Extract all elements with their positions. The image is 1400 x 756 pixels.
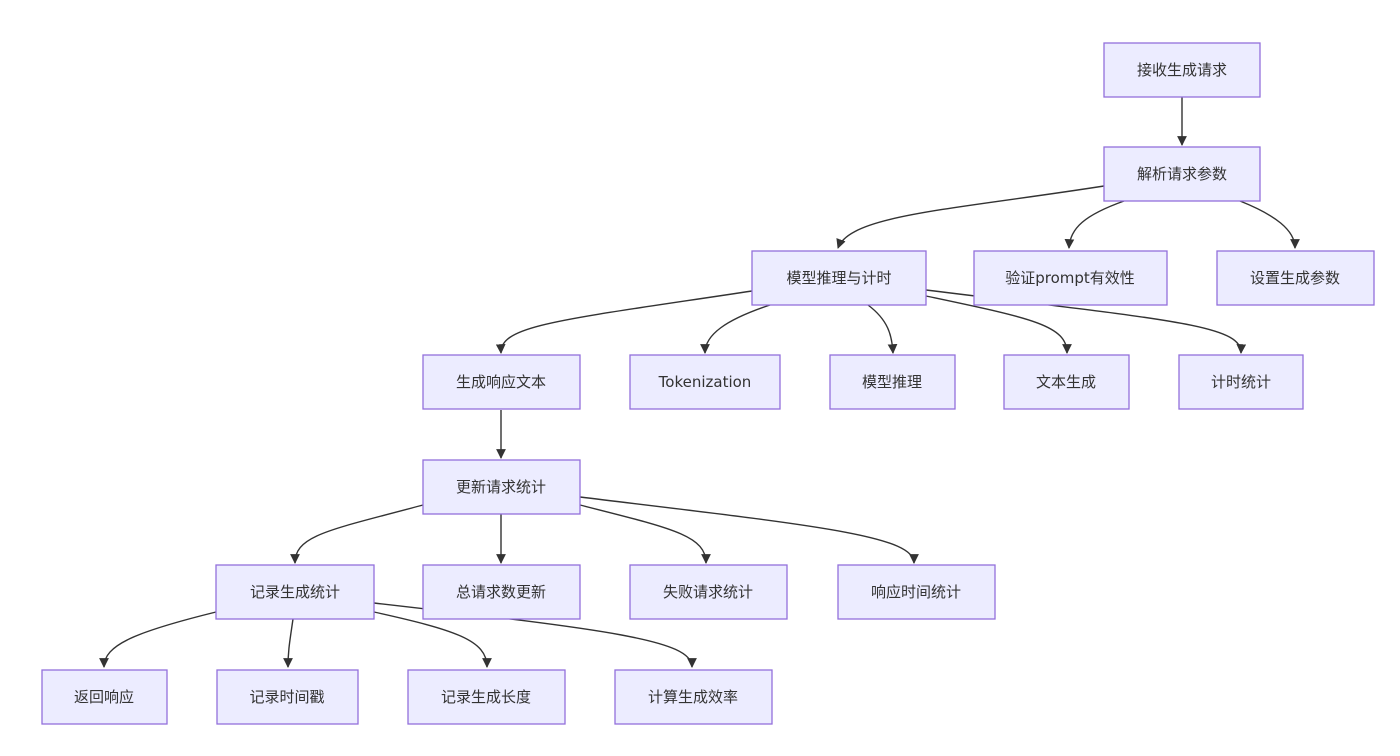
node-calc-gen-efficiency-label: 计算生成效率 [648, 688, 738, 706]
edge-n2-n4 [1064, 200, 1125, 249]
node-validate-prompt: 验证prompt有效性 [973, 250, 1168, 306]
node-record-gen-stats-label: 记录生成统计 [250, 583, 340, 601]
node-tokenization: Tokenization [629, 354, 781, 410]
node-tokenization-label: Tokenization [658, 373, 752, 391]
node-model-inference: 模型推理 [829, 354, 956, 410]
node-failed-requests-stats: 失败请求统计 [629, 564, 788, 620]
node-model-inference-timing: 模型推理与计时 [751, 250, 927, 306]
node-response-time-stats-label: 响应时间统计 [871, 583, 961, 601]
edge-n11-n14 [579, 504, 711, 564]
edges [99, 97, 1300, 668]
node-set-gen-params-label: 设置生成参数 [1250, 269, 1340, 287]
node-update-request-stats-label: 更新请求统计 [456, 478, 546, 496]
node-parse-params: 解析请求参数 [1103, 146, 1261, 202]
node-text-generation-label: 文本生成 [1036, 373, 1096, 391]
node-set-gen-params: 设置生成参数 [1216, 250, 1375, 306]
node-return-response-label: 返回响应 [74, 688, 134, 706]
edge-n11-n15 [579, 496, 919, 564]
edge-n12-n16 [99, 611, 217, 668]
edge-n3-n7 [700, 304, 771, 354]
node-record-timestamp: 记录时间戳 [216, 669, 359, 725]
node-text-generation: 文本生成 [1003, 354, 1130, 410]
node-failed-requests-stats-label: 失败请求统计 [663, 583, 753, 601]
node-receive-request-label: 接收生成请求 [1137, 61, 1227, 79]
node-update-request-stats: 更新请求统计 [422, 459, 581, 515]
nodes: 接收生成请求 解析请求参数 模型推理与计时 验证prompt有效性 设置生成参数… [41, 42, 1375, 725]
node-generate-response-label: 生成响应文本 [456, 373, 546, 391]
node-total-requests-update-label: 总请求数更新 [456, 583, 546, 601]
node-parse-params-label: 解析请求参数 [1137, 165, 1227, 183]
node-model-inference-label: 模型推理 [862, 373, 922, 391]
node-record-gen-length: 记录生成长度 [407, 669, 566, 725]
node-model-inference-timing-label: 模型推理与计时 [786, 269, 891, 287]
node-timing-stats-label: 计时统计 [1211, 373, 1271, 391]
node-record-timestamp-label: 记录时间戳 [249, 688, 324, 706]
edge-n2-n5 [1239, 200, 1300, 249]
node-response-time-stats: 响应时间统计 [837, 564, 996, 620]
edge-n12-n18 [373, 611, 492, 668]
edge-n3-n9 [925, 295, 1072, 354]
edge-n11-n12 [290, 504, 424, 564]
node-validate-prompt-label: 验证prompt有效性 [1005, 269, 1135, 287]
node-return-response: 返回响应 [41, 669, 168, 725]
edge-n2-n3 [836, 185, 1105, 249]
node-timing-stats: 计时统计 [1178, 354, 1304, 410]
node-calc-gen-efficiency: 计算生成效率 [614, 669, 773, 725]
node-total-requests-update: 总请求数更新 [422, 564, 581, 620]
edge-n3-n8 [867, 304, 898, 354]
edge-n3-n6 [495, 290, 753, 354]
edge-n12-n17 [283, 618, 294, 668]
node-record-gen-length-label: 记录生成长度 [441, 688, 531, 706]
node-receive-request: 接收生成请求 [1103, 42, 1261, 98]
node-record-gen-stats: 记录生成统计 [215, 564, 375, 620]
node-generate-response: 生成响应文本 [422, 354, 581, 410]
